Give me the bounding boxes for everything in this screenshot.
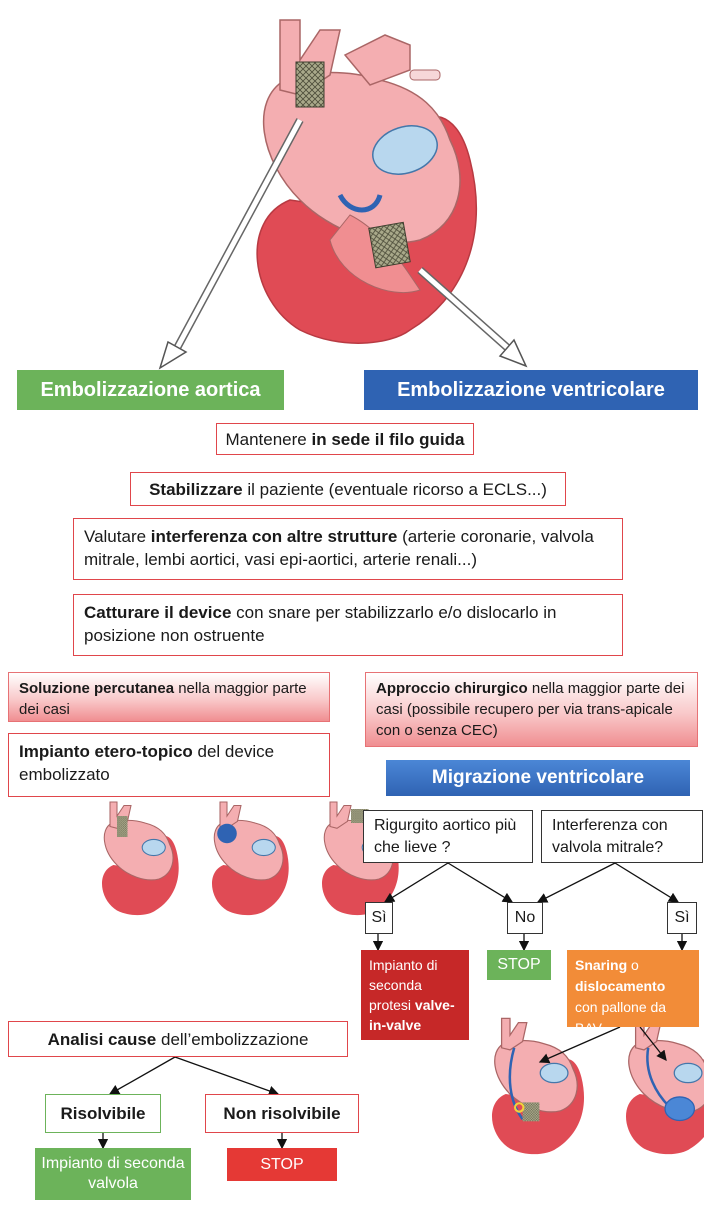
arrow-analysis-to-resolvable	[108, 1056, 176, 1095]
ventricular-valve-prosthesis	[368, 221, 411, 269]
answer-yes-aortic: Sì	[365, 902, 393, 934]
mitral-valve	[372, 125, 438, 175]
step-capture-device: Catturare il device con snare per stabil…	[73, 594, 623, 656]
pointer-to-ventricular-head	[498, 338, 528, 368]
box-resolvable: Risolvibile	[45, 1094, 161, 1133]
box-non-resolvable: Non risolvibile	[205, 1094, 359, 1133]
arrow-snaring-to-heart1	[538, 1026, 621, 1064]
box-snaring-dislocation: Snaring o dislocamento con pallone da BA…	[567, 950, 699, 1036]
header-ventricular-migration: Migrazione ventricolare	[386, 760, 690, 796]
pulmonary-artery	[343, 34, 411, 86]
arrow-snaring-to-heart2	[639, 1026, 667, 1062]
question-mitral-interference: Interferenza con valvola mitrale?	[541, 810, 703, 863]
arrow-analysis-to-nonresolvable	[174, 1056, 280, 1096]
heterotopic-heart-2	[211, 801, 289, 916]
aorta	[279, 19, 341, 96]
box-second-valve-implant: Impianto di seconda valvola	[35, 1148, 191, 1200]
answer-no: No	[507, 902, 543, 934]
vessel-stub	[409, 69, 441, 81]
box-cause-analysis: Analisi cause dell’embolizzazione	[8, 1021, 348, 1057]
box-valve-in-valve: Impianto di seconda protesi valve-in-val…	[361, 950, 469, 1040]
arrow-qaortic-to-yes1	[383, 862, 449, 903]
step-evaluate-interference: Valutare interferenza con altre struttur…	[73, 518, 623, 580]
arrow-qaortic-to-no	[447, 862, 514, 903]
pointer-to-aortic-head	[158, 340, 188, 370]
heterotopic-heart-1	[101, 801, 179, 916]
box-percutaneous-solution: Soluzione percutanea nella maggior parte…	[8, 672, 330, 722]
box-stop-left: STOP	[227, 1148, 337, 1181]
main-heart-illustration	[256, 19, 477, 344]
pointer-to-ventricular-inner	[418, 268, 512, 352]
arrow-qmitral-to-yes2	[614, 862, 680, 903]
balloon-heart-2	[625, 1017, 704, 1155]
step-guide-wire: Mantenere in sede il filo guida	[216, 423, 474, 455]
coronary-ring	[337, 193, 383, 213]
box-surgical-approach: Approccio chirurgico nella maggior parte…	[365, 672, 698, 747]
arrow-qmitral-to-no	[536, 862, 616, 903]
header-aortic-embolization: Embolizzazione aortica	[17, 370, 284, 410]
box-stop-right: STOP	[487, 950, 551, 980]
snaring-heart-1	[491, 1017, 585, 1155]
aortic-valve-prosthesis	[295, 61, 325, 108]
pointer-to-aortic-inner	[173, 118, 303, 352]
box-heterotopic-implant: Impianto etero-topico del device emboliz…	[8, 733, 330, 797]
answer-yes-mitral: Sì	[667, 902, 697, 934]
header-ventricular-embolization: Embolizzazione ventricolare	[364, 370, 698, 410]
step-stabilize: Stabilizzare il paziente (eventuale rico…	[130, 472, 566, 506]
question-aortic-regurgitation: Rigurgito aortico più che lieve ?	[363, 810, 533, 863]
